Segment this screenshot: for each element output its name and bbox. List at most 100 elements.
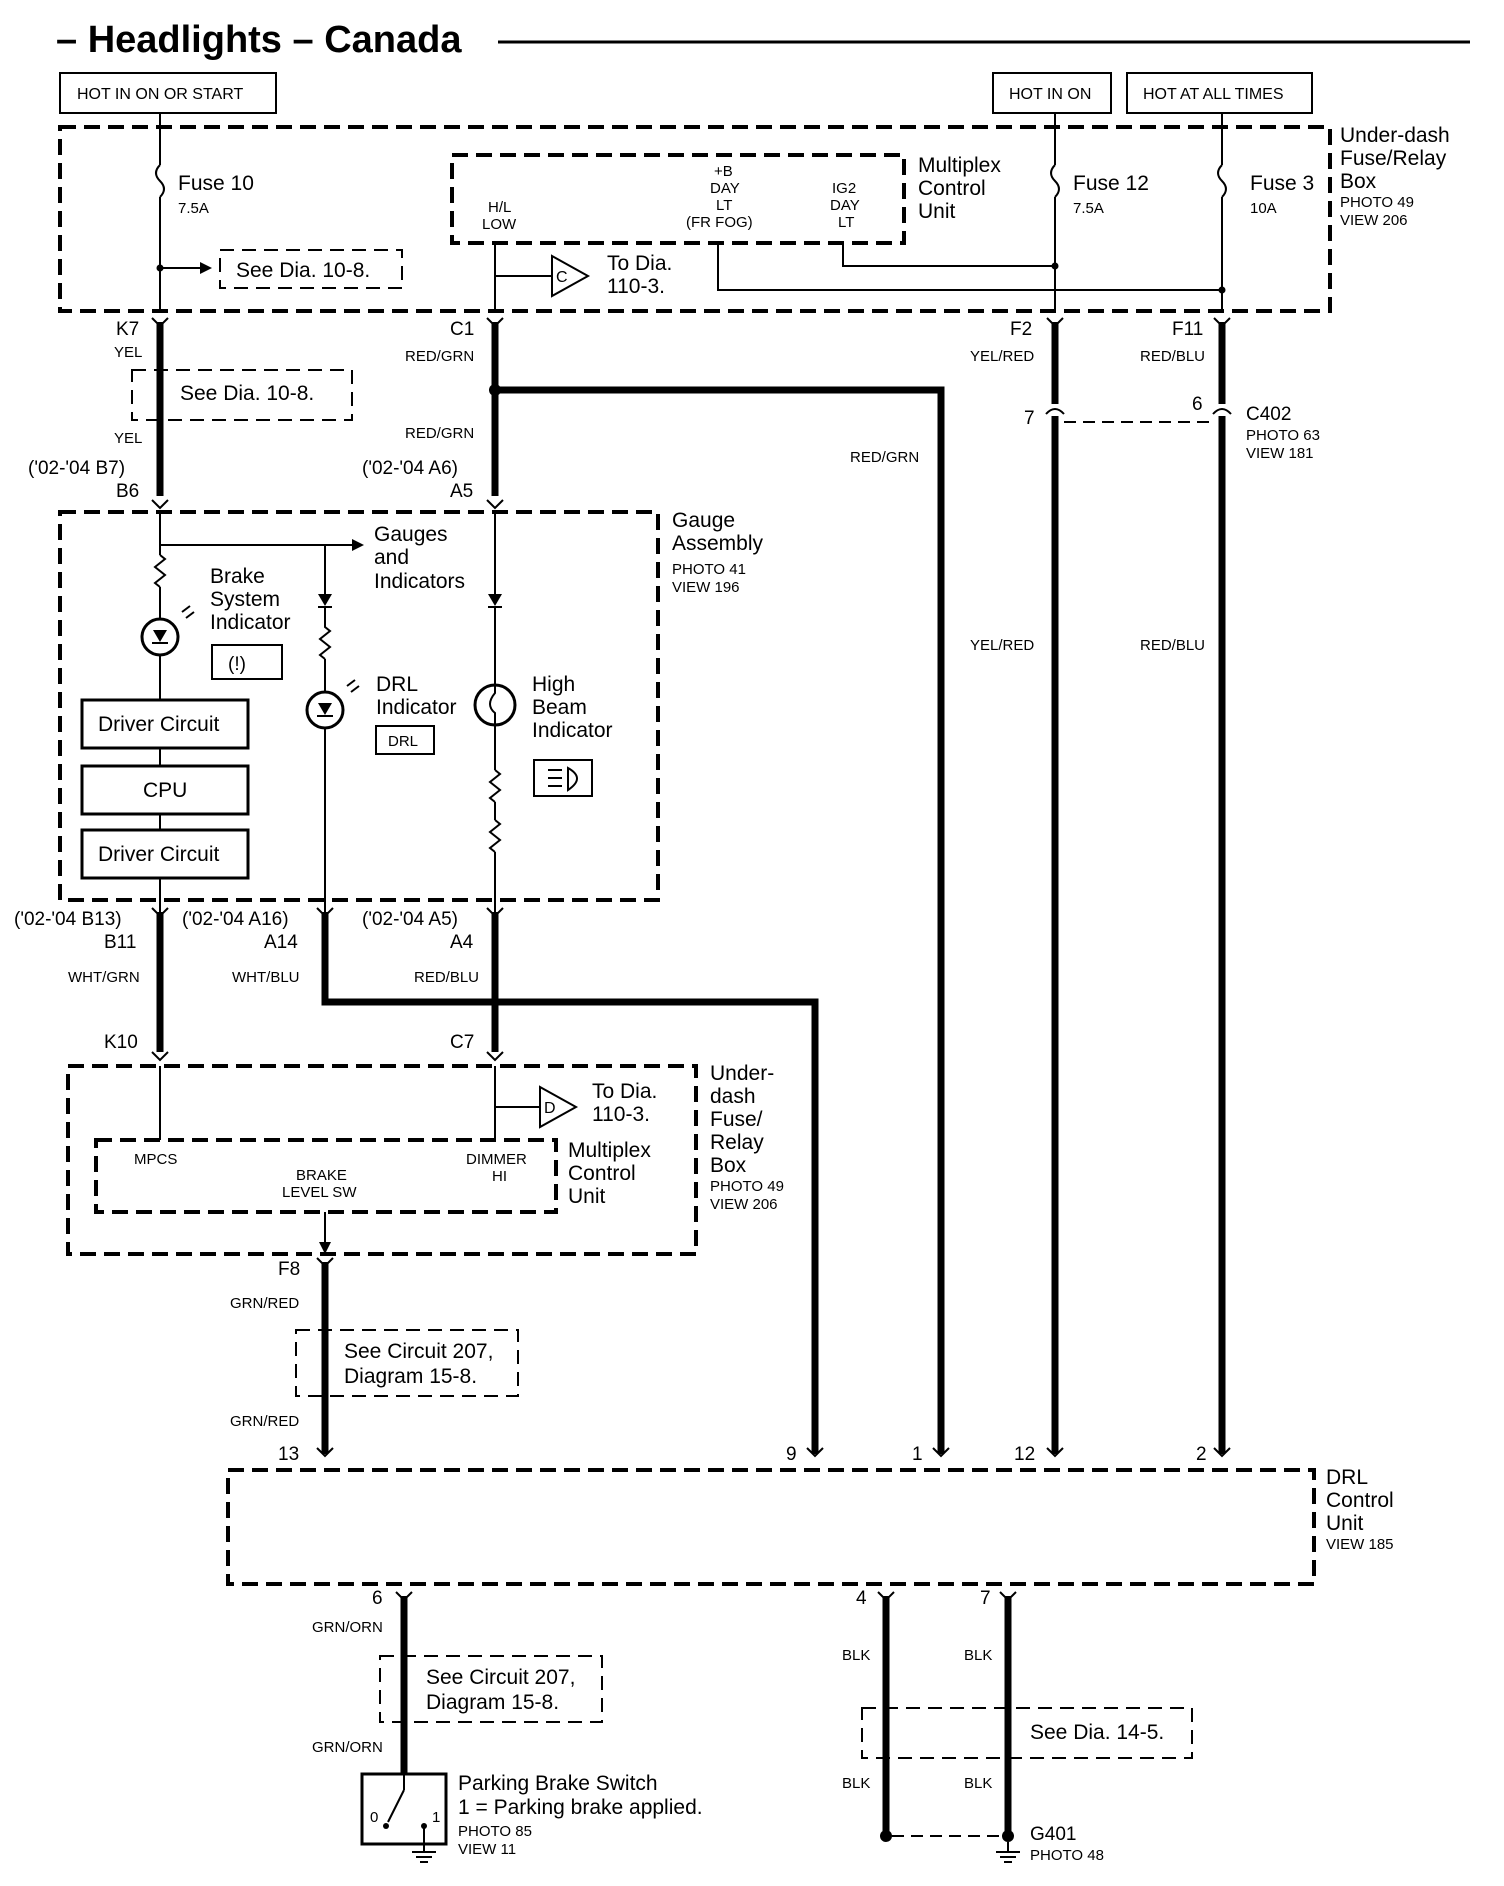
fuse-box-mid-l3: Fuse/ <box>710 1108 763 1131</box>
term-k10: K10 <box>104 1032 138 1053</box>
wire-yel-red-2: YEL/RED <box>970 637 1034 654</box>
parking-photo: PHOTO 85 <box>458 1823 532 1840</box>
brake-level-arrow <box>319 1242 331 1254</box>
wire-yel-red-1: YEL/RED <box>970 348 1034 365</box>
drl-symbol: DRL <box>388 733 418 750</box>
mcu-top-l2: Control <box>918 177 986 200</box>
term-k7: K7 <box>116 319 139 340</box>
see-14-5-box <box>861 1707 1193 1759</box>
mcu-ig1: IG2 <box>832 180 856 197</box>
wire-red-grn-3: RED/GRN <box>850 449 919 466</box>
fuse-box-mid-l4: Relay <box>710 1131 764 1154</box>
mcu-mid-box <box>94 1138 558 1214</box>
mcu-hl1: H/L <box>488 199 511 216</box>
drl-unit-view: VIEW 185 <box>1326 1536 1394 1553</box>
fuse-box-top-l1: Under-dash <box>1340 124 1450 147</box>
fuse-box-top-l3: Box <box>1340 170 1377 193</box>
pin-1: 1 <box>912 1444 923 1465</box>
gauges-arrow <box>352 539 364 551</box>
conn-d: D <box>544 1100 556 1117</box>
see-10-8-box-mid <box>131 369 353 421</box>
see-10-8-top: See Dia. 10-8. <box>236 259 370 282</box>
c402-view: VIEW 181 <box>1246 445 1314 462</box>
fuse-box-top-l2: Fuse/Relay <box>1340 147 1447 170</box>
term-b13: ('02-'04 B13) <box>14 909 122 930</box>
mcu-ig2: DAY <box>830 197 860 214</box>
cpu-box <box>80 764 250 816</box>
drl-resistor <box>318 607 332 660</box>
term-b11: B11 <box>104 932 136 953</box>
pin-12: 12 <box>1014 1444 1035 1465</box>
parking-name: Parking Brake Switch <box>458 1772 658 1795</box>
mcu-dim1: DIMMER <box>466 1151 527 1168</box>
to-dia-c-1: To Dia. <box>607 252 672 275</box>
hot-on-label: HOT IN ON <box>1009 86 1091 103</box>
fuse10-name: Fuse 10 <box>178 172 254 195</box>
hot-on-start-label: HOT IN ON OR START <box>77 86 243 103</box>
term-a5b: ('02-'04 A5) <box>362 909 458 930</box>
wire-blk-1: BLK <box>842 1647 870 1664</box>
driver-circuit-2 <box>80 828 250 880</box>
fuse-box-top-view: VIEW 206 <box>1340 212 1408 229</box>
term-f2: F2 <box>1010 319 1032 340</box>
to-dia-d-2: 110-3. <box>592 1103 650 1126</box>
fuse-box-mid-l5: Box <box>710 1154 747 1177</box>
drl-unit-l2: Control <box>1326 1489 1394 1512</box>
fuse10-rating: 7.5A <box>178 200 209 217</box>
term-a16: ('02-'04 A16) <box>182 909 289 930</box>
brake-l1: Brake <box>210 565 265 588</box>
term-a4: A4 <box>450 932 474 953</box>
pin-9: 9 <box>786 1444 797 1465</box>
high-beam-filament <box>489 685 496 725</box>
term-a6: ('02-'04 A6) <box>362 458 458 479</box>
hb-l2: Beam <box>532 696 587 719</box>
term-b6: B6 <box>116 481 139 502</box>
wire-blk-4: BLK <box>964 1775 992 1792</box>
hot-on-box <box>992 72 1112 114</box>
mcu-top-l1: Multiplex <box>918 154 1001 177</box>
mcu-brake1: BRAKE <box>296 1167 347 1184</box>
wire-red-blu-1: RED/BLU <box>1140 348 1205 365</box>
cpu-label: CPU <box>143 779 187 802</box>
circuit-207-2a: See Circuit 207, <box>426 1666 575 1689</box>
pin-7: 7 <box>980 1588 991 1609</box>
drl-led-rays-icon <box>346 679 360 693</box>
hb-diode <box>488 594 502 606</box>
fuse-box-mid-view: VIEW 206 <box>710 1196 778 1213</box>
wire-wht-blu: WHT/BLU <box>232 969 300 986</box>
driver-circuit-1 <box>80 698 250 750</box>
parking-pos-1: 1 <box>432 1809 440 1826</box>
gauges-l1: Gauges <box>374 523 448 546</box>
parking-view: VIEW 11 <box>458 1841 516 1858</box>
brake-warning-icon <box>211 644 283 680</box>
g401-name: G401 <box>1030 1824 1076 1845</box>
drl-l1: DRL <box>376 673 418 696</box>
fuse12-rating: 7.5A <box>1073 200 1104 217</box>
pin-6: 6 <box>372 1588 383 1609</box>
parking-desc: 1 = Parking brake applied. <box>458 1796 703 1819</box>
term-c7: C7 <box>450 1032 474 1053</box>
c402-pin6: 6 <box>1192 394 1203 415</box>
to-dia-c-2: 110-3. <box>607 275 665 298</box>
conn-c: C <box>556 269 568 286</box>
fuse3-symbol <box>1217 164 1227 198</box>
hb-resistor-1 <box>488 769 502 803</box>
mcu-b4: (FR FOG) <box>686 214 753 231</box>
term-a5: A5 <box>450 481 473 502</box>
see-10-8-box-top <box>219 249 403 289</box>
to-dia-d-1: To Dia. <box>592 1080 657 1103</box>
see-10-8-mid: See Dia. 10-8. <box>180 382 314 405</box>
hot-all-label: HOT AT ALL TIMES <box>1143 86 1284 103</box>
wire-grn-orn-1: GRN/ORN <box>312 1619 383 1636</box>
term-f11: F11 <box>1172 319 1203 340</box>
circuit-207-1a: See Circuit 207, <box>344 1340 493 1363</box>
fuse-box-mid-l1: Under- <box>710 1062 774 1085</box>
mcu-b2: DAY <box>710 180 740 197</box>
mcu-mpcs: MPCS <box>134 1151 177 1168</box>
hb-resistor-2 <box>488 819 502 853</box>
fuse12-name: Fuse 12 <box>1073 172 1149 195</box>
wire-yel-2: YEL <box>114 430 142 447</box>
parking-pos-0: 0 <box>370 1809 378 1826</box>
hot-all-box <box>1126 72 1313 114</box>
